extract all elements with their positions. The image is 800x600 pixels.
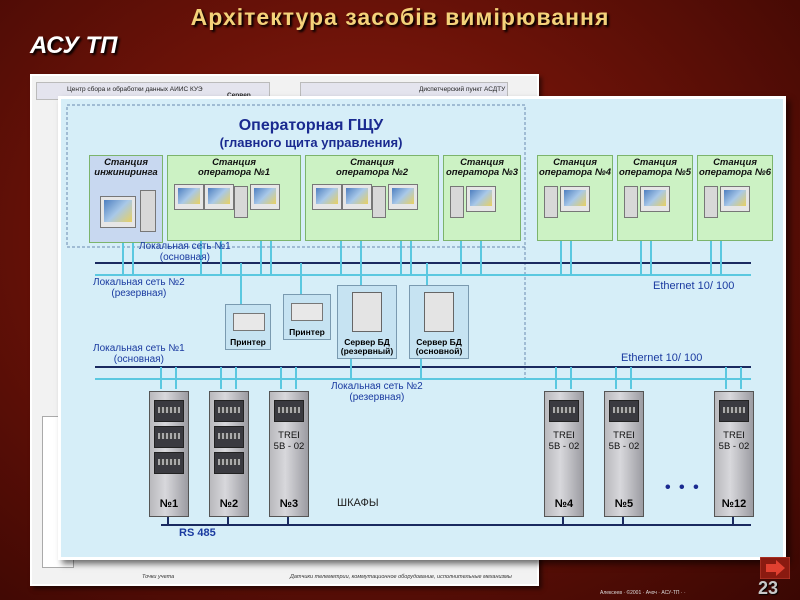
rack-module (214, 400, 244, 422)
doc-footer-right: Датчики телеметрии, коммутационное обору… (290, 574, 512, 580)
slide-title: Архітектура засобів вимірювання (190, 4, 610, 30)
rack-module (154, 426, 184, 448)
monitor-icon (640, 186, 670, 212)
cabinet-5: TREI 5B - 02 №5 (604, 391, 644, 517)
ethernet-mid-label: Ethernet 10/ 100 (621, 352, 703, 364)
station-operator-1: Станция оператора №1 (167, 155, 301, 241)
next-slide-arrow-icon[interactable] (760, 557, 790, 579)
monitor-icon (720, 186, 750, 212)
cabinet-2-number: №2 (219, 498, 239, 510)
printer-1-label: Принтер (230, 337, 266, 347)
doc-header-right-text: Диспетчерский пункт АСДТУ (419, 86, 506, 93)
cabinet-1-number: №1 (159, 498, 179, 510)
doc-header-left-text: Центр сбора и обработки данных АИИС КУЭ (67, 86, 203, 93)
cabinet-5-model: TREI 5B - 02 (608, 430, 640, 452)
cabinet-4-model: TREI 5B - 02 (548, 430, 580, 452)
station-engineering: Станция инжиниринга (89, 155, 163, 243)
db-server-reserve-label: Сервер БД (резервный) (340, 337, 394, 356)
computer-tower-icon (544, 186, 558, 218)
slide-footer: Алексеев · ©2001 · Ачоч · АСУ-ТП · · (600, 590, 686, 596)
cabinet-4: TREI 5B - 02 №4 (544, 391, 584, 517)
station-operator-1-label: Станция оператора №1 (198, 157, 270, 178)
rack-module (214, 426, 244, 448)
architecture-diagram-panel: Операторная ГЩУ (главного щита управлени… (58, 96, 786, 560)
computer-tower-icon (450, 186, 464, 218)
server-icon (424, 292, 454, 332)
station-engineering-label: Станция инжиниринга (94, 157, 158, 178)
db-server-main: Сервер БД (основной) (409, 285, 469, 359)
printer-2: Принтер (283, 294, 331, 340)
monitor-icon (174, 184, 204, 210)
operator-room-title: Операторная ГЩУ (главного щита управлени… (211, 117, 411, 151)
rs485-droplines (167, 515, 734, 525)
monitor-icon (312, 184, 342, 210)
slide-subtitle: АСУ ТП (30, 32, 118, 59)
station-operator-4: Станция оператора №4 (537, 155, 613, 241)
rack-module (609, 400, 639, 422)
db-server-main-label: Сервер БД (основной) (415, 337, 463, 356)
computer-tower-icon (704, 186, 718, 218)
station-operator-5: Станция оператора №5 (617, 155, 693, 241)
station-operator-5-label: Станция оператора №5 (619, 157, 691, 178)
cabinets-label: ШКАФЫ (337, 497, 379, 509)
cabinet-12: TREI 5B - 02 №12 (714, 391, 754, 517)
operator-room-title-line1: Операторная ГЩУ (238, 117, 384, 134)
lan2-top-label: Локальная сеть №2 (резервная) (93, 277, 185, 299)
doc-footer-left: Точки учета (142, 574, 175, 580)
diagram-lines (66, 104, 751, 526)
server-droplines (160, 357, 742, 389)
printer-icon (233, 313, 265, 331)
cabinet-12-model: TREI 5B - 02 (718, 430, 750, 452)
cabinet-1: №1 (149, 391, 189, 517)
cabinet-3: TREI 5B - 02 №3 (269, 391, 309, 517)
station-operator-2: Станция оператора №2 (305, 155, 439, 241)
cabinet-5-number: №5 (614, 498, 634, 510)
monitor-icon (388, 184, 418, 210)
computer-tower-icon (372, 186, 386, 218)
ethernet-top-label: Ethernet 10/ 100 (653, 280, 735, 292)
lan1-mid-label: Локальная сеть №1 (основная) (93, 343, 185, 365)
printer-1: Принтер (225, 304, 271, 350)
rack-module (154, 452, 184, 474)
printer-2-label: Принтер (289, 327, 325, 337)
printer-icon (291, 303, 323, 321)
monitor-icon (250, 184, 280, 210)
page-number: 23 (758, 578, 779, 598)
rack-module (274, 400, 304, 422)
computer-tower-icon (624, 186, 638, 218)
station-operator-3-label: Станция оператора №3 (446, 157, 518, 178)
cabinet-3-number: №3 (279, 498, 299, 510)
more-cabinets-ellipsis: • • • (665, 479, 701, 496)
rack-module (214, 452, 244, 474)
monitor-icon (466, 186, 496, 212)
station-droplines (122, 239, 722, 304)
cabinet-3-model: TREI 5B - 02 (273, 430, 305, 452)
monitor-icon (204, 184, 234, 210)
rack-module (549, 400, 579, 422)
computer-tower-icon (234, 186, 248, 218)
monitor-icon (342, 184, 372, 210)
station-operator-6-label: Станция оператора №6 (699, 157, 771, 178)
rack-module (719, 400, 749, 422)
lan1-top-label: Локальная сеть №1 (основная) (139, 241, 231, 263)
cabinet-2: №2 (209, 391, 249, 517)
lan2-mid-label: Локальная сеть №2 (резервная) (331, 381, 423, 403)
rs485-label: RS 485 (179, 527, 216, 539)
station-operator-2-label: Станция оператора №2 (336, 157, 408, 178)
computer-tower-icon (140, 190, 156, 232)
cabinet-4-number: №4 (554, 498, 574, 510)
doc-header-server: Сервер (227, 92, 251, 99)
station-operator-4-label: Станция оператора №4 (539, 157, 611, 178)
station-operator-3: Станция оператора №3 (443, 155, 521, 241)
station-operator-6: Станция оператора №6 (697, 155, 773, 241)
monitor-icon (560, 186, 590, 212)
monitor-icon (100, 196, 136, 228)
cabinet-12-number: №12 (721, 498, 747, 510)
operator-room-title-line2: (главного щита управления) (219, 135, 403, 150)
server-icon (352, 292, 382, 332)
db-server-reserve: Сервер БД (резервный) (337, 285, 397, 359)
rack-module (154, 400, 184, 422)
